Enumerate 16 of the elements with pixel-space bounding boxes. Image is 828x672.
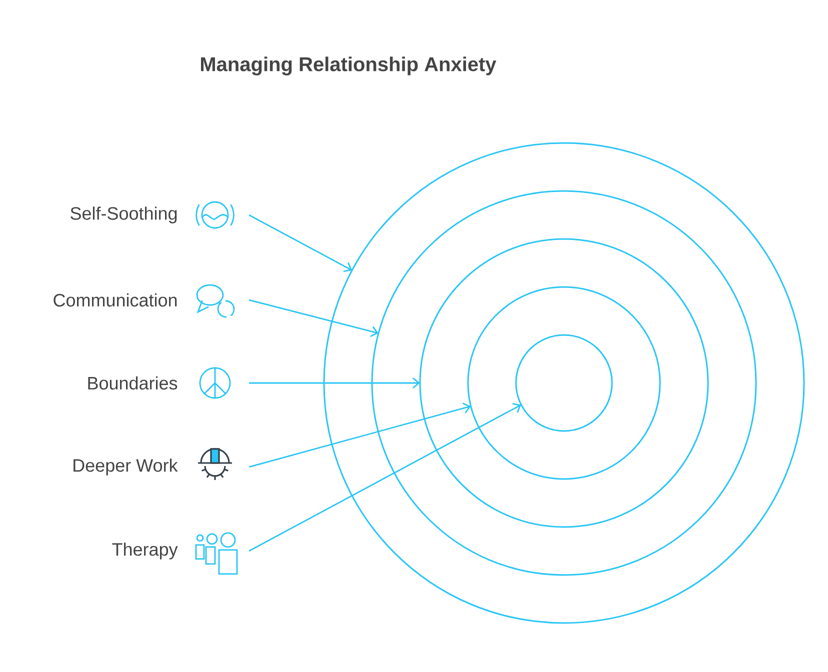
arrow	[248, 402, 471, 468]
arrow	[248, 403, 522, 552]
arrow	[249, 377, 420, 389]
item-label: Therapy	[112, 542, 178, 560]
ring	[467, 286, 661, 480]
arrow	[248, 214, 352, 272]
ring	[515, 334, 613, 432]
item-label: Boundaries	[88, 376, 178, 390]
arrow	[248, 299, 379, 338]
ring	[419, 238, 709, 528]
ring	[371, 190, 757, 576]
item-label: Communication	[54, 293, 177, 307]
ring	[323, 142, 805, 624]
item-label: Deeper Work	[74, 458, 178, 476]
item-label: Self-Soothing	[70, 206, 177, 224]
title: Managing Relationship Anxiety	[201, 56, 496, 76]
